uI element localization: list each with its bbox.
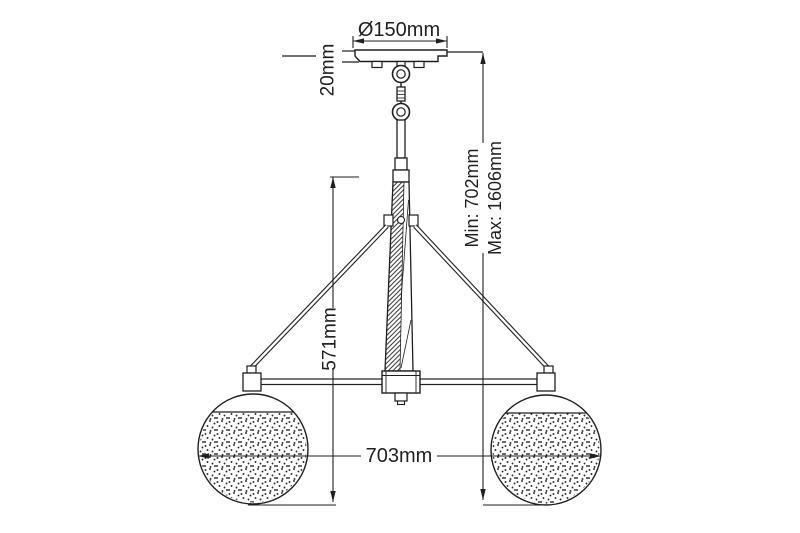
- drop-height-label: 571mm: [320, 307, 341, 370]
- canopy-plate: [354, 49, 448, 69]
- stem-column: [384, 181, 414, 372]
- max-height-label: Max: 1606mm: [485, 141, 505, 255]
- suspension-chain: [391, 64, 411, 122]
- support-arm-left: [249, 224, 389, 370]
- stem-collar: [383, 214, 419, 227]
- globe-fitting-left: [242, 365, 262, 392]
- center-hub: [381, 370, 421, 406]
- canopy-height-label: 20mm: [318, 44, 339, 97]
- fixture-width-label: 703mm: [366, 445, 433, 467]
- dimension-drop-height: 571mm: [248, 176, 359, 506]
- downrod: [392, 119, 410, 183]
- dimension-fixture-width: 703mm: [198, 445, 601, 467]
- support-arm-right: [413, 224, 550, 370]
- dimension-canopy-height: 20mm: [282, 44, 339, 97]
- globe-right: [490, 394, 602, 506]
- globe-fitting-right: [536, 365, 556, 392]
- min-height-label: Min: 702mm: [462, 148, 482, 247]
- turnbuckle: [396, 86, 406, 102]
- dimension-overall-height: Min: 702mm Max: 1606mm: [462, 53, 551, 506]
- dimension-canopy-diameter: Ø150mm: [352, 19, 448, 48]
- globe-left: [197, 393, 309, 505]
- canopy-diameter-label: Ø150mm: [358, 19, 440, 41]
